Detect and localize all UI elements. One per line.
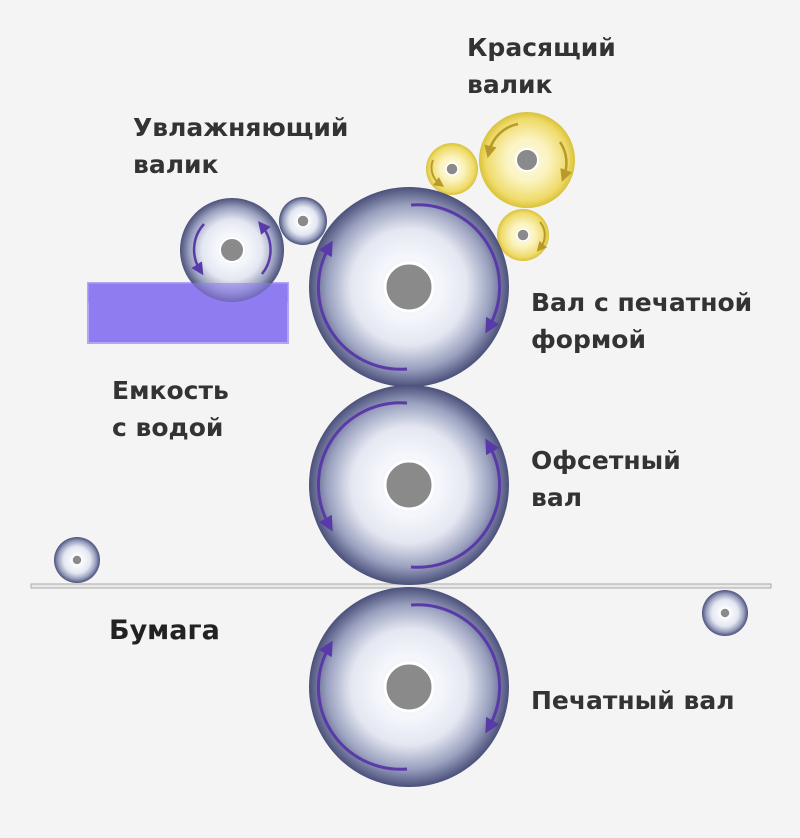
ink-roller-large xyxy=(479,112,575,208)
plate-cylinder-label: Вал с печатной формой xyxy=(531,284,752,358)
dampening-roller-label-line-2: валик xyxy=(133,150,219,179)
impression-cylinder xyxy=(309,587,509,787)
water-fountain-label: Емкость с водой xyxy=(112,372,229,446)
paper-guide-roller-left xyxy=(54,537,100,583)
ink-roller-bottom xyxy=(497,209,549,261)
blanket-cylinder-label: Офсетный вал xyxy=(531,442,681,516)
ink-roller-label-line-1: Красящий xyxy=(467,33,616,62)
ink-roller-label-line-2: валик xyxy=(467,70,553,99)
dampening-roller-label-line-1: Увлажняющий xyxy=(133,113,349,142)
ink-roller-label: Красящий валик xyxy=(467,29,616,103)
plate-cylinder xyxy=(309,187,509,387)
impression-cylinder-label: Печатный вал xyxy=(531,686,735,715)
ink-roller-left xyxy=(426,143,478,195)
water-fountain-label-line-1: Емкость xyxy=(112,376,229,405)
water-fountain-label-line-2: с водой xyxy=(112,413,224,442)
dampening-roller xyxy=(180,198,284,302)
blanket-cylinder-label-line-2: вал xyxy=(531,483,583,512)
blanket-cylinder-label-line-1: Офсетный xyxy=(531,446,681,475)
dampening-roller-label: Увлажняющий валик xyxy=(133,109,348,183)
plate-cylinder-label-line-1: Вал с печатной xyxy=(531,288,753,317)
paper-guide-roller-right xyxy=(702,590,748,636)
dampening-transfer-roller xyxy=(279,197,327,245)
paper-label: Бумага xyxy=(109,615,220,646)
plate-cylinder-label-line-2: формой xyxy=(531,325,647,354)
blanket-cylinder xyxy=(309,385,509,585)
